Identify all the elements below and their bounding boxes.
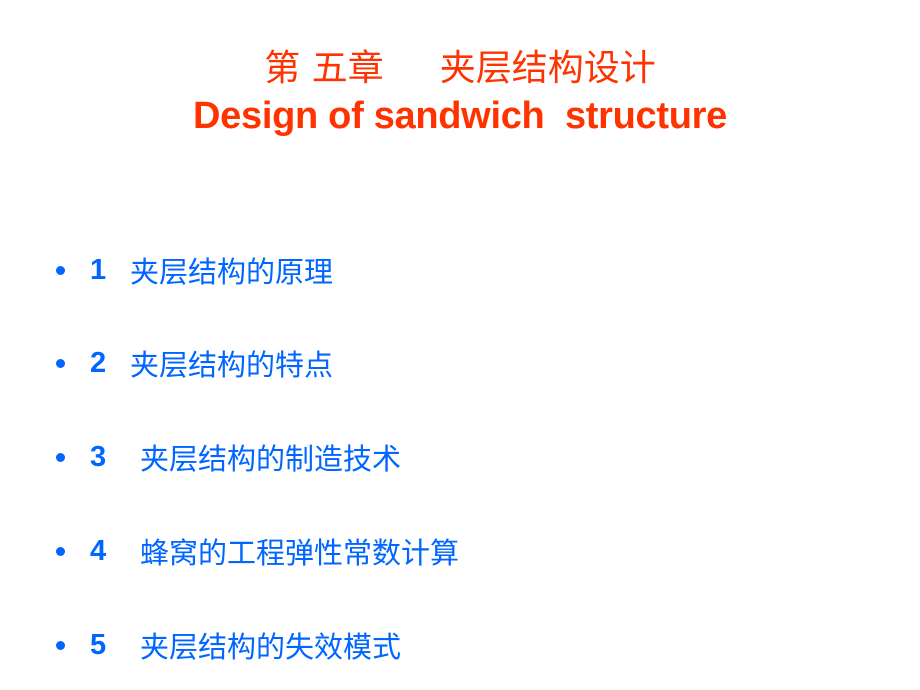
- bullet-item-1: 1 夹层结构的原理: [56, 250, 333, 290]
- bullet-dot-icon: [56, 452, 65, 462]
- bullet-dot-icon: [56, 265, 65, 275]
- chapter-title-en: Design of sandwich structure: [193, 95, 727, 137]
- bullet-text: 夹层结构的原理: [130, 255, 334, 289]
- bullet-number: 2: [90, 346, 107, 379]
- bullet-text: 夹层结构的特点: [130, 348, 334, 382]
- bullet-item-3: 3 夹层结构的制造技术: [56, 437, 401, 477]
- title-block: 第 五章 夹层结构设计 Design of sandwich structure: [0, 46, 920, 140]
- chapter-title-cn: 第 五章 夹层结构设计: [0, 46, 920, 92]
- bullet-item-2: 2 夹层结构的特点: [56, 343, 333, 383]
- bullet-number: 3: [90, 440, 107, 473]
- chapter-topic: 夹层结构设计: [439, 48, 656, 89]
- bullet-item-5: 5 夹层结构的失效模式: [56, 625, 401, 665]
- bullet-dot-icon: [56, 640, 65, 650]
- bullet-text: 蜂窝的工程弹性常数计算: [140, 536, 460, 570]
- bullet-text: 夹层结构的失效模式: [140, 630, 402, 664]
- bullet-number: 5: [90, 628, 107, 661]
- bullet-item-4: 4 蜂窝的工程弹性常数计算: [56, 531, 459, 571]
- chapter-number: 第 五章: [264, 48, 384, 89]
- bullet-dot-icon: [56, 546, 65, 556]
- bullet-number: 1: [90, 253, 107, 286]
- bullet-number: 4: [90, 534, 107, 567]
- bullet-dot-icon: [56, 358, 65, 368]
- bullet-text: 夹层结构的制造技术: [140, 442, 402, 476]
